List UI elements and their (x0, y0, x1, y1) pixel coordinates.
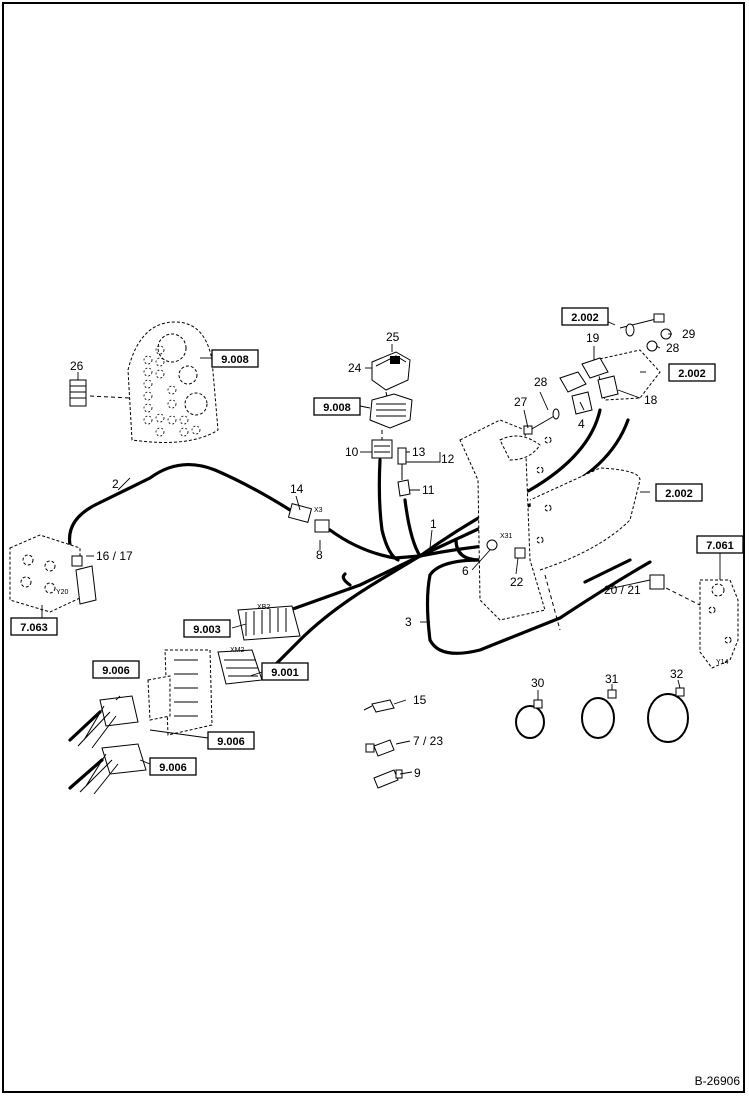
ref-box-2002-bolt: 2.002 (561, 307, 609, 326)
svg-text:9.003: 9.003 (193, 624, 221, 636)
leader-lines (77, 317, 721, 775)
connector-10 (371, 430, 393, 459)
bolts-and-nuts (523, 313, 672, 435)
valve-y14-7061 (649, 574, 739, 669)
callout-28-left: 28 (534, 375, 548, 389)
ref-box-9003: 9.003 (183, 619, 231, 638)
callout-14: 14 (290, 482, 304, 496)
callout-19: 19 (586, 331, 600, 345)
ref-box-9008-panel: 9.008 (211, 349, 259, 368)
ref-box-9008-socket: 9.008 (313, 397, 361, 416)
svg-text:9.001: 9.001 (271, 667, 299, 679)
valve-block-7063 (9, 534, 97, 618)
ground-lug-x31 (486, 539, 526, 559)
ref-box-9006-top: 9.006 (92, 660, 140, 679)
callout-labels: 26 24 25 10 13 12 11 14 8 2 16 / 17 1 6 … (70, 327, 696, 780)
svg-text:9.006: 9.006 (159, 762, 187, 774)
callout-7-23: 7 / 23 (413, 734, 443, 748)
terminal-15 (363, 699, 395, 713)
cable-ties (515, 687, 689, 743)
fuse-panel (147, 649, 213, 736)
svg-text:9.006: 9.006 (102, 665, 130, 677)
callout-22: 22 (510, 575, 524, 589)
svg-text:2.002: 2.002 (678, 368, 706, 380)
tag-y20: Y20 (56, 589, 69, 596)
tag-y14: Y14 (716, 659, 729, 666)
callout-27: 27 (514, 395, 528, 409)
svg-text:2.002: 2.002 (665, 488, 693, 500)
instrument-panel (127, 321, 219, 443)
tag-xb2: XB2 (257, 604, 270, 611)
connector-11-13 (397, 447, 411, 497)
tag-x3: X3 (314, 507, 323, 514)
callout-4: 4 (578, 417, 585, 431)
callout-26: 26 (70, 359, 84, 373)
switch-24-25 (371, 351, 411, 403)
ref-box-9001: 9.001 (261, 662, 309, 681)
callout-20-21: 20 / 21 (604, 583, 641, 597)
svg-text:2.002: 2.002 (571, 312, 599, 324)
callout-6: 6 (462, 564, 469, 578)
socket-9008 (369, 393, 413, 429)
callout-16-17: 16 / 17 (96, 549, 133, 563)
callout-2: 2 (112, 477, 119, 491)
callout-15: 15 (413, 693, 427, 707)
callout-28-right: 28 (666, 341, 680, 355)
callout-3: 3 (405, 615, 412, 629)
svg-text:7.061: 7.061 (706, 540, 734, 552)
callout-24: 24 (348, 361, 362, 375)
callout-31: 31 (605, 672, 619, 686)
relay-group (559, 357, 619, 415)
plug-9006-a (68, 695, 139, 749)
callout-18: 18 (644, 393, 658, 407)
figure-id: B-26906 (695, 1074, 741, 1088)
tag-xm2: XM2 (230, 647, 245, 654)
connector-xb2 (237, 605, 301, 641)
tag-x31: X31 (500, 533, 513, 540)
ref-box-7061: 7.061 (696, 535, 744, 554)
ref-box-2002-plate: 2.002 (668, 363, 716, 382)
bulb-part-26 (69, 379, 131, 407)
callout-9: 9 (414, 766, 421, 780)
svg-text:9.006: 9.006 (217, 736, 245, 748)
ref-box-9006-mid: 9.006 (207, 731, 255, 750)
callout-12: 12 (441, 452, 455, 466)
ref-box-9006-bottom: 9.006 (149, 757, 197, 776)
connector-tags: X3 X31 XB2 XM2 Y20 Y14 (56, 507, 729, 666)
terminal-7-23 (365, 739, 395, 757)
callout-1: 1 (430, 517, 437, 531)
connector-x3 (287, 503, 330, 533)
svg-text:9.008: 9.008 (221, 354, 249, 366)
callout-25: 25 (386, 330, 400, 344)
callout-11: 11 (422, 483, 435, 497)
svg-text:7.063: 7.063 (20, 622, 48, 634)
callout-8: 8 (316, 548, 323, 562)
ref-box-2002-body: 2.002 (655, 483, 703, 502)
callout-30: 30 (531, 676, 545, 690)
callout-13: 13 (412, 445, 426, 459)
ref-box-7063: 7.063 (10, 617, 58, 636)
connector-xm2 (217, 649, 263, 685)
callout-29: 29 (682, 327, 696, 341)
plug-9006-b (68, 743, 147, 795)
callout-32: 32 (670, 667, 684, 681)
callout-10: 10 (345, 445, 359, 459)
terminal-9 (373, 769, 403, 789)
svg-text:9.008: 9.008 (323, 402, 351, 414)
